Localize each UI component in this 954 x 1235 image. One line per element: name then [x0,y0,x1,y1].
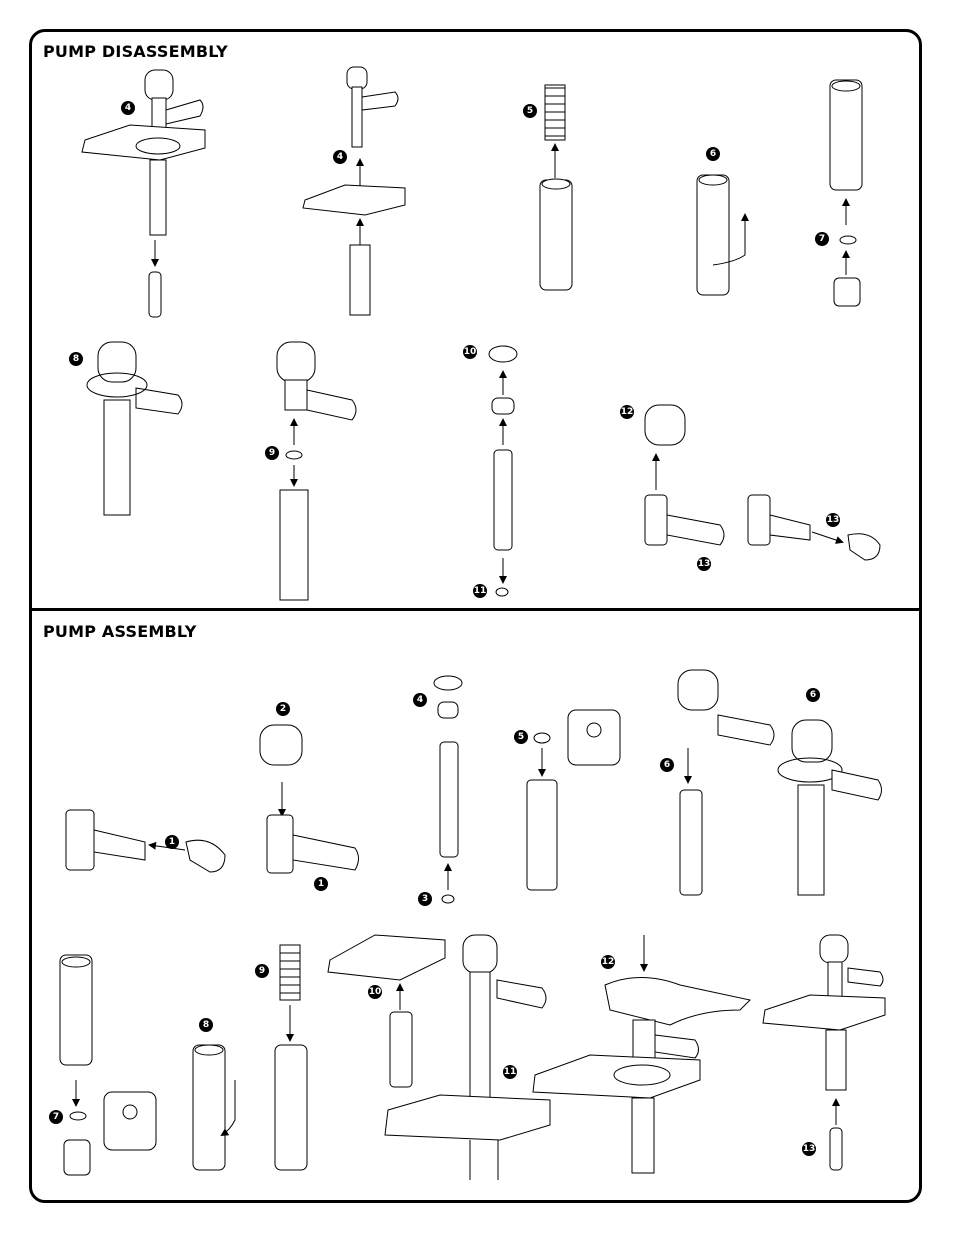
assembly-head-illustration [677,669,882,896]
step-badge: 4 [413,693,427,707]
head-rotation-illustration [86,341,183,516]
step-badge: 13 [697,557,711,571]
step-badge: 6 [660,758,674,772]
step-badge: 1 [314,877,328,891]
cylinder-rotate-illustration [696,174,749,296]
step-badge: 6 [706,147,720,161]
assembly-valve-illustration [59,954,157,1176]
step-badge: 11 [473,584,487,598]
step-badge: 3 [418,892,432,906]
step-badge: 2 [276,702,290,716]
step-badge: 9 [255,964,269,978]
assembly-rod-illustration [433,675,463,904]
step-badge: 12 [620,405,634,419]
assembly-plate-pump-illustration [327,934,551,1180]
assembly-spring-illustration [274,944,308,1171]
assembly-heading: PUMP ASSEMBLY [43,622,197,641]
step-badge: 13 [826,513,840,527]
step-badge: 12 [601,955,615,969]
pump-lifted-from-plate-illustration [302,66,406,316]
step-badge: 8 [199,1018,213,1032]
step-badge: 13 [802,1142,816,1156]
step-badge: 5 [523,104,537,118]
step-badge: 4 [121,101,135,115]
spring-removal-illustration [539,84,573,291]
step-badge: 6 [806,688,820,702]
step-badge: 7 [815,232,829,246]
rod-parts-illustration [488,345,518,597]
instruction-frame [29,29,922,1203]
step-badge: 7 [49,1110,63,1124]
step-badge: 4 [333,150,347,164]
knob-and-spout-illustration [644,404,881,561]
assembly-knob-illustration [259,724,359,874]
assembly-washer-illustration [526,709,621,891]
step-badge: 5 [514,730,528,744]
step-badge: 11 [503,1065,517,1079]
step-badge: 10 [463,345,477,359]
head-separated-illustration [276,341,357,601]
pump-with-plate-illustration [81,69,206,318]
assembly-hand-press-illustration [532,935,752,1174]
step-badge: 1 [165,835,179,849]
assembly-complete-illustration [762,934,886,1171]
step-badge: 10 [368,985,382,999]
valve-separation-illustration [829,79,863,307]
step-badge: 8 [69,352,83,366]
assembly-cylinder-illustration [192,1044,236,1171]
section-divider [29,608,922,611]
step-badge: 9 [265,446,279,460]
disassembly-heading: PUMP DISASSEMBLY [43,42,228,61]
assembly-spout-illustration [65,809,226,873]
